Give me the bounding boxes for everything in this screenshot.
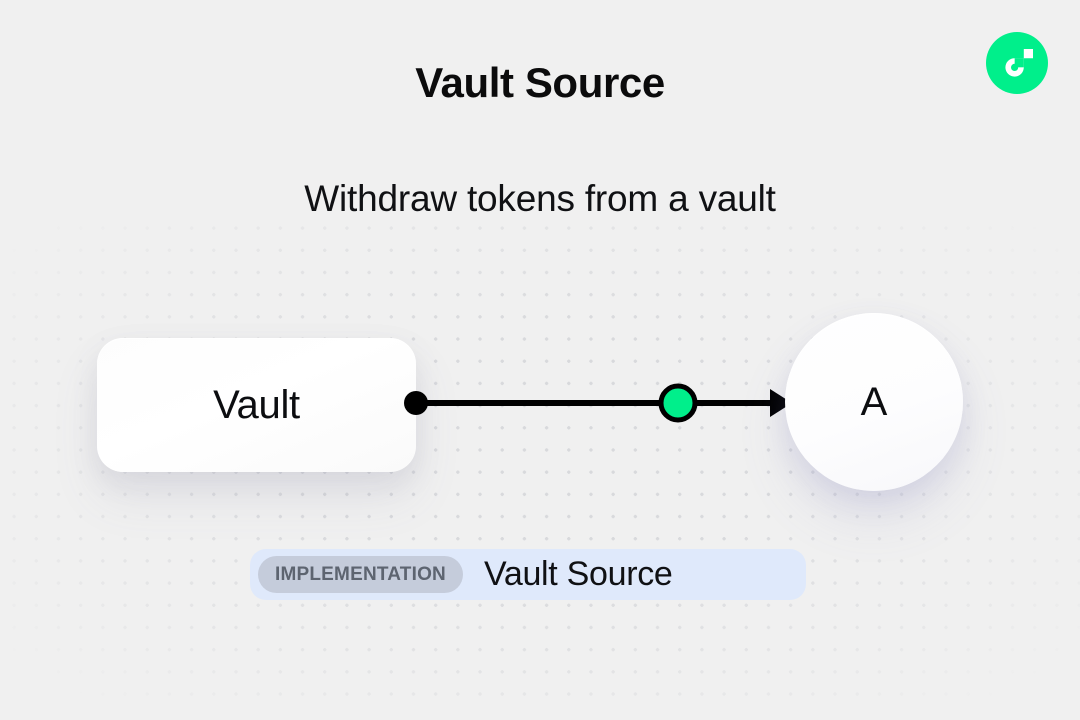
node-a[interactable]: A	[785, 313, 963, 491]
node-vault-label: Vault	[213, 382, 300, 427]
edge-midpoint-marker	[658, 383, 698, 423]
node-a-label: A	[860, 379, 888, 424]
edge-source-handle	[404, 391, 428, 415]
edge-vault-to-a[interactable]	[400, 378, 800, 428]
node-vault[interactable]: Vault	[97, 338, 416, 472]
flow-logo-icon	[986, 32, 1048, 94]
implementation-tag: IMPLEMENTATION	[258, 556, 463, 593]
page-subtitle: Withdraw tokens from a vault	[304, 178, 776, 219]
page-title: Vault Source	[415, 59, 665, 106]
edge-arrowhead	[770, 389, 792, 417]
implementation-name: Vault Source	[483, 555, 673, 593]
implementation-badge: IMPLEMENTATION Vault Source	[250, 549, 806, 600]
